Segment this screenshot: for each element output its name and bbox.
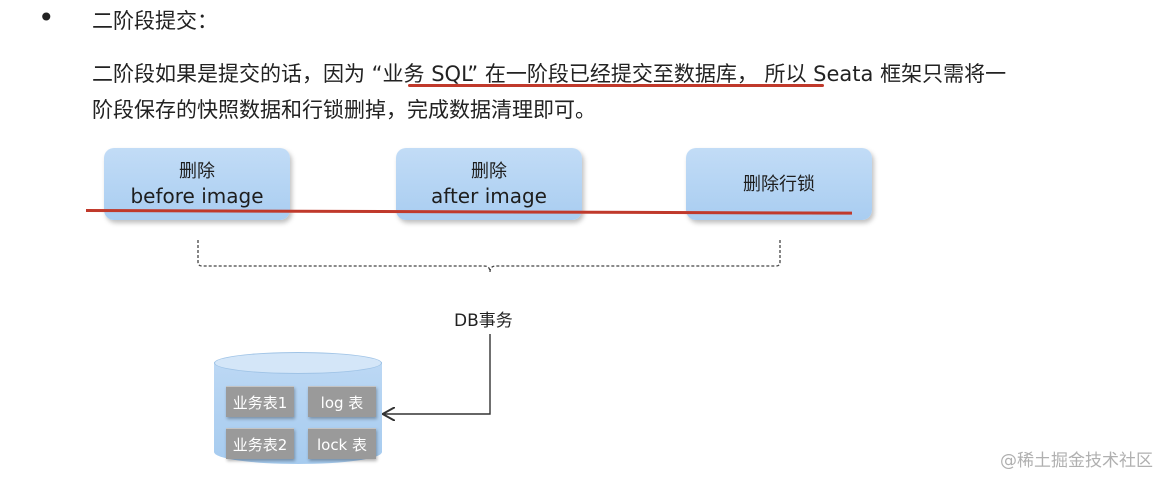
database-cylinder-top — [214, 352, 382, 374]
watermark-text: @稀土掘金技术社区 — [1000, 451, 1153, 471]
bullet-point: • — [38, 1, 55, 34]
red-underline-annotation — [408, 84, 824, 87]
paragraph-line-2: 阶段保存的快照数据和行锁删掉，完成数据清理即可。 — [92, 98, 596, 122]
paragraph-line-1: 二阶段如果是提交的话，因为 “业务 SQL” 在一阶段已经提交至数据库， 所以 … — [92, 62, 1007, 86]
box-3-line-1: 删除行锁 — [743, 173, 815, 195]
table-chip-lock: lock 表 — [308, 428, 376, 459]
delete-before-image-box: 删除 before image — [104, 148, 290, 220]
dashed-brace — [197, 240, 781, 273]
description-paragraph: 二阶段如果是提交的话，因为 “业务 SQL” 在一阶段已经提交至数据库， 所以 … — [92, 56, 1132, 128]
table-chip-business-2: 业务表2 — [226, 428, 294, 459]
box-1-line-2: before image — [130, 184, 264, 208]
table-chip-log: log 表 — [308, 386, 376, 417]
db-transaction-label: DB事务 — [454, 311, 513, 331]
delete-after-image-box: 删除 after image — [396, 148, 582, 220]
box-2-line-1: 删除 — [471, 161, 507, 182]
section-heading: 二阶段提交： — [92, 9, 218, 33]
table-chip-business-1: 业务表1 — [226, 386, 294, 417]
box-1-line-1: 删除 — [179, 161, 215, 182]
box-2-line-2: after image — [431, 184, 547, 208]
delete-row-lock-box: 删除行锁 — [686, 148, 872, 220]
arrow-line — [384, 334, 491, 414]
